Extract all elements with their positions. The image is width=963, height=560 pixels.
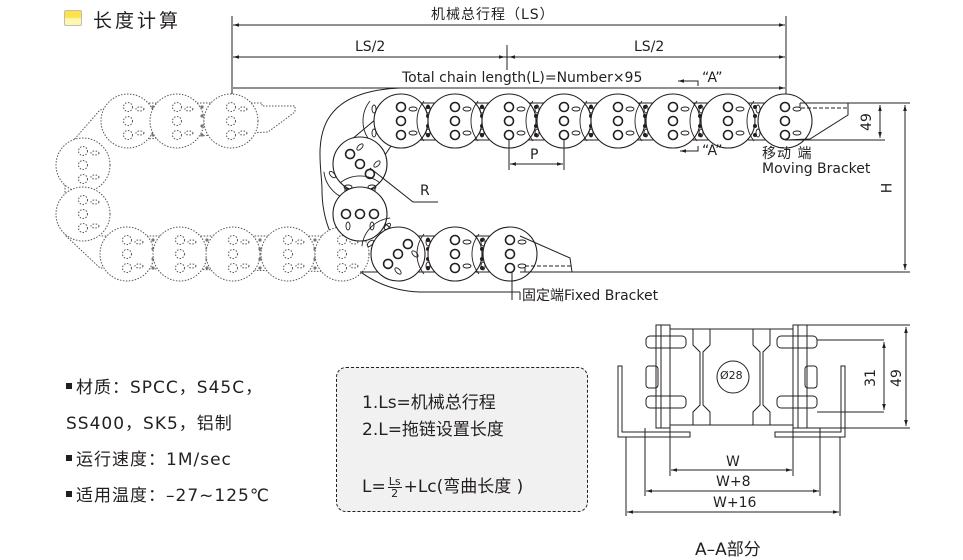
drag-chain — [313, 93, 813, 293]
section-marker-a-top: “A” — [702, 70, 723, 86]
ls-label: 机械总行程（LS） — [431, 7, 555, 23]
hole-diameter-label: Ø28 — [720, 369, 743, 382]
section-caption: A–A部分 — [695, 540, 761, 560]
ls-half-left-label: LS/2 — [355, 39, 386, 55]
spec-temperature: 适用温度：–27~125℃ — [66, 481, 270, 506]
pitch-label: P — [530, 147, 539, 163]
outer-height-label: 49 — [888, 369, 905, 387]
ls-dimension — [231, 16, 787, 102]
ghost-chain — [55, 93, 370, 282]
moving-end-en: Moving Bracket — [762, 161, 871, 177]
radius-label: R — [420, 183, 430, 199]
section-title: 长度计算 — [93, 10, 182, 32]
total-length-formula: Total chain length(L)=Number×95 — [402, 70, 643, 86]
height-label: H — [879, 182, 896, 194]
spec-material: 材质：SPCC，S45C， — [66, 373, 263, 398]
section-marker-a-bottom: “A” — [702, 143, 723, 159]
spec-speed: 运行速度：1M/sec — [66, 445, 232, 470]
width-w8-label: W+8 — [716, 474, 751, 490]
moving-end-cn: 移动 端 — [762, 146, 813, 162]
fixed-end-label: 固定端Fixed Bracket — [522, 288, 659, 304]
bullet-icon — [66, 491, 72, 497]
width-w16-label: W+16 — [713, 495, 757, 511]
formula-note-box — [336, 367, 588, 512]
yellow-square-bullet-icon — [64, 10, 82, 26]
inner-height-label: 31 — [862, 369, 879, 387]
bullet-icon — [66, 455, 72, 461]
spec-material-cont: SS400，SK5，铝制 — [66, 414, 233, 434]
bend-radius-arc — [319, 87, 520, 293]
width-w-label: W — [726, 454, 740, 470]
moving-bracket — [784, 102, 849, 141]
note-line-1: 1.Ls=机械总行程 — [362, 393, 496, 413]
ls-half-right-label: LS/2 — [634, 39, 665, 55]
bracket-height-label: 49 — [858, 113, 875, 131]
fixed-bracket — [519, 235, 573, 273]
bullet-icon — [66, 383, 72, 389]
note-line-2: 2.L=拖链设置长度 — [362, 420, 504, 440]
section-view-drawing — [617, 324, 910, 516]
